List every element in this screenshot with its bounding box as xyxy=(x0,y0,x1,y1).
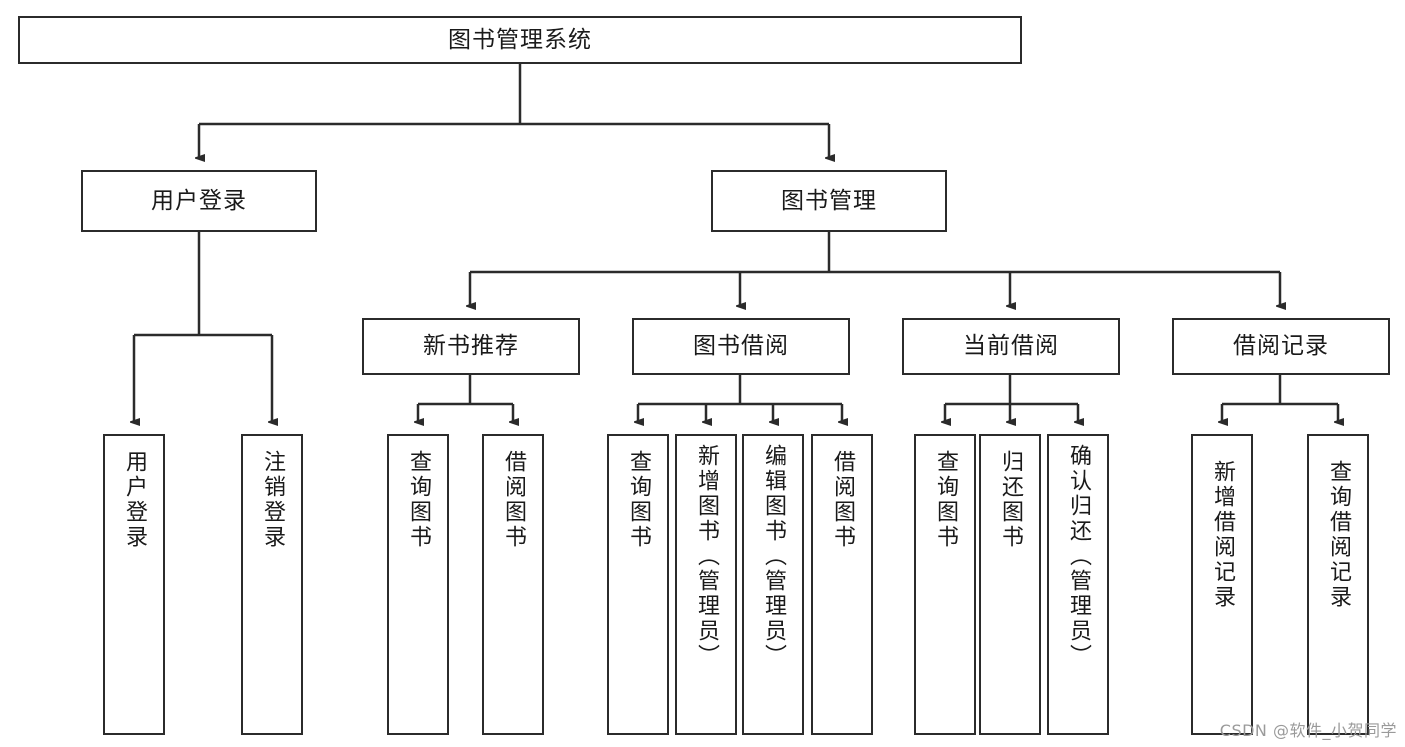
leaf-user-login[interactable]: 用户登录 xyxy=(103,434,165,735)
node-root[interactable]: 图书管理系统 xyxy=(18,16,1022,64)
leaf-record-query[interactable]: 查询借阅记录 xyxy=(1307,434,1369,735)
leaf-newbook-query-book[interactable]: 查询图书 xyxy=(387,434,449,735)
watermark: CSDN @软件_小贺同学 xyxy=(1219,721,1397,740)
node-borrow-record[interactable]: 借阅记录 xyxy=(1172,318,1390,375)
leaf-borrow-edit-book[interactable]: 编辑图书（管理员） xyxy=(742,434,804,735)
leaf-borrow-borrow-book-label: 借阅图书 xyxy=(830,450,855,550)
leaf-borrow-query-book[interactable]: 查询图书 xyxy=(607,434,669,735)
node-root-label: 图书管理系统 xyxy=(448,26,592,53)
node-book-management[interactable]: 图书管理 xyxy=(711,170,947,232)
leaf-borrow-edit-book-label: 编辑图书（管理员） xyxy=(761,444,786,669)
node-user-login[interactable]: 用户登录 xyxy=(81,170,317,232)
node-book-management-label: 图书管理 xyxy=(781,187,877,214)
leaf-current-return-book-label: 归还图书 xyxy=(998,450,1023,550)
leaf-borrow-borrow-book[interactable]: 借阅图书 xyxy=(811,434,873,735)
leaf-logout[interactable]: 注销登录 xyxy=(241,434,303,735)
node-user-login-label: 用户登录 xyxy=(151,187,247,214)
leaf-record-add[interactable]: 新增借阅记录 xyxy=(1191,434,1253,735)
leaf-newbook-borrow-book[interactable]: 借阅图书 xyxy=(482,434,544,735)
node-current-borrow-label: 当前借阅 xyxy=(963,333,1059,360)
leaf-logout-label: 注销登录 xyxy=(260,450,285,550)
leaf-borrow-query-book-label: 查询图书 xyxy=(626,450,651,550)
leaf-current-query-book[interactable]: 查询图书 xyxy=(914,434,976,735)
leaf-current-return-book[interactable]: 归还图书 xyxy=(979,434,1041,735)
leaf-record-add-label: 新增借阅记录 xyxy=(1210,460,1235,610)
node-book-borrow[interactable]: 图书借阅 xyxy=(632,318,850,375)
node-book-borrow-label: 图书借阅 xyxy=(693,333,789,360)
node-new-book-recommend[interactable]: 新书推荐 xyxy=(362,318,580,375)
leaf-borrow-add-book-label: 新增图书（管理员） xyxy=(694,444,719,669)
leaf-current-confirm-return[interactable]: 确认归还（管理员） xyxy=(1047,434,1109,735)
leaf-borrow-add-book[interactable]: 新增图书（管理员） xyxy=(675,434,737,735)
leaf-newbook-borrow-book-label: 借阅图书 xyxy=(501,450,526,550)
node-current-borrow[interactable]: 当前借阅 xyxy=(902,318,1120,375)
leaf-record-query-label: 查询借阅记录 xyxy=(1326,460,1351,610)
leaf-current-confirm-return-label: 确认归还（管理员） xyxy=(1066,444,1091,669)
node-new-book-recommend-label: 新书推荐 xyxy=(423,333,519,360)
leaf-current-query-book-label: 查询图书 xyxy=(933,450,958,550)
leaf-user-login-label: 用户登录 xyxy=(122,450,147,550)
leaf-newbook-query-book-label: 查询图书 xyxy=(406,450,431,550)
node-borrow-record-label: 借阅记录 xyxy=(1233,333,1329,360)
